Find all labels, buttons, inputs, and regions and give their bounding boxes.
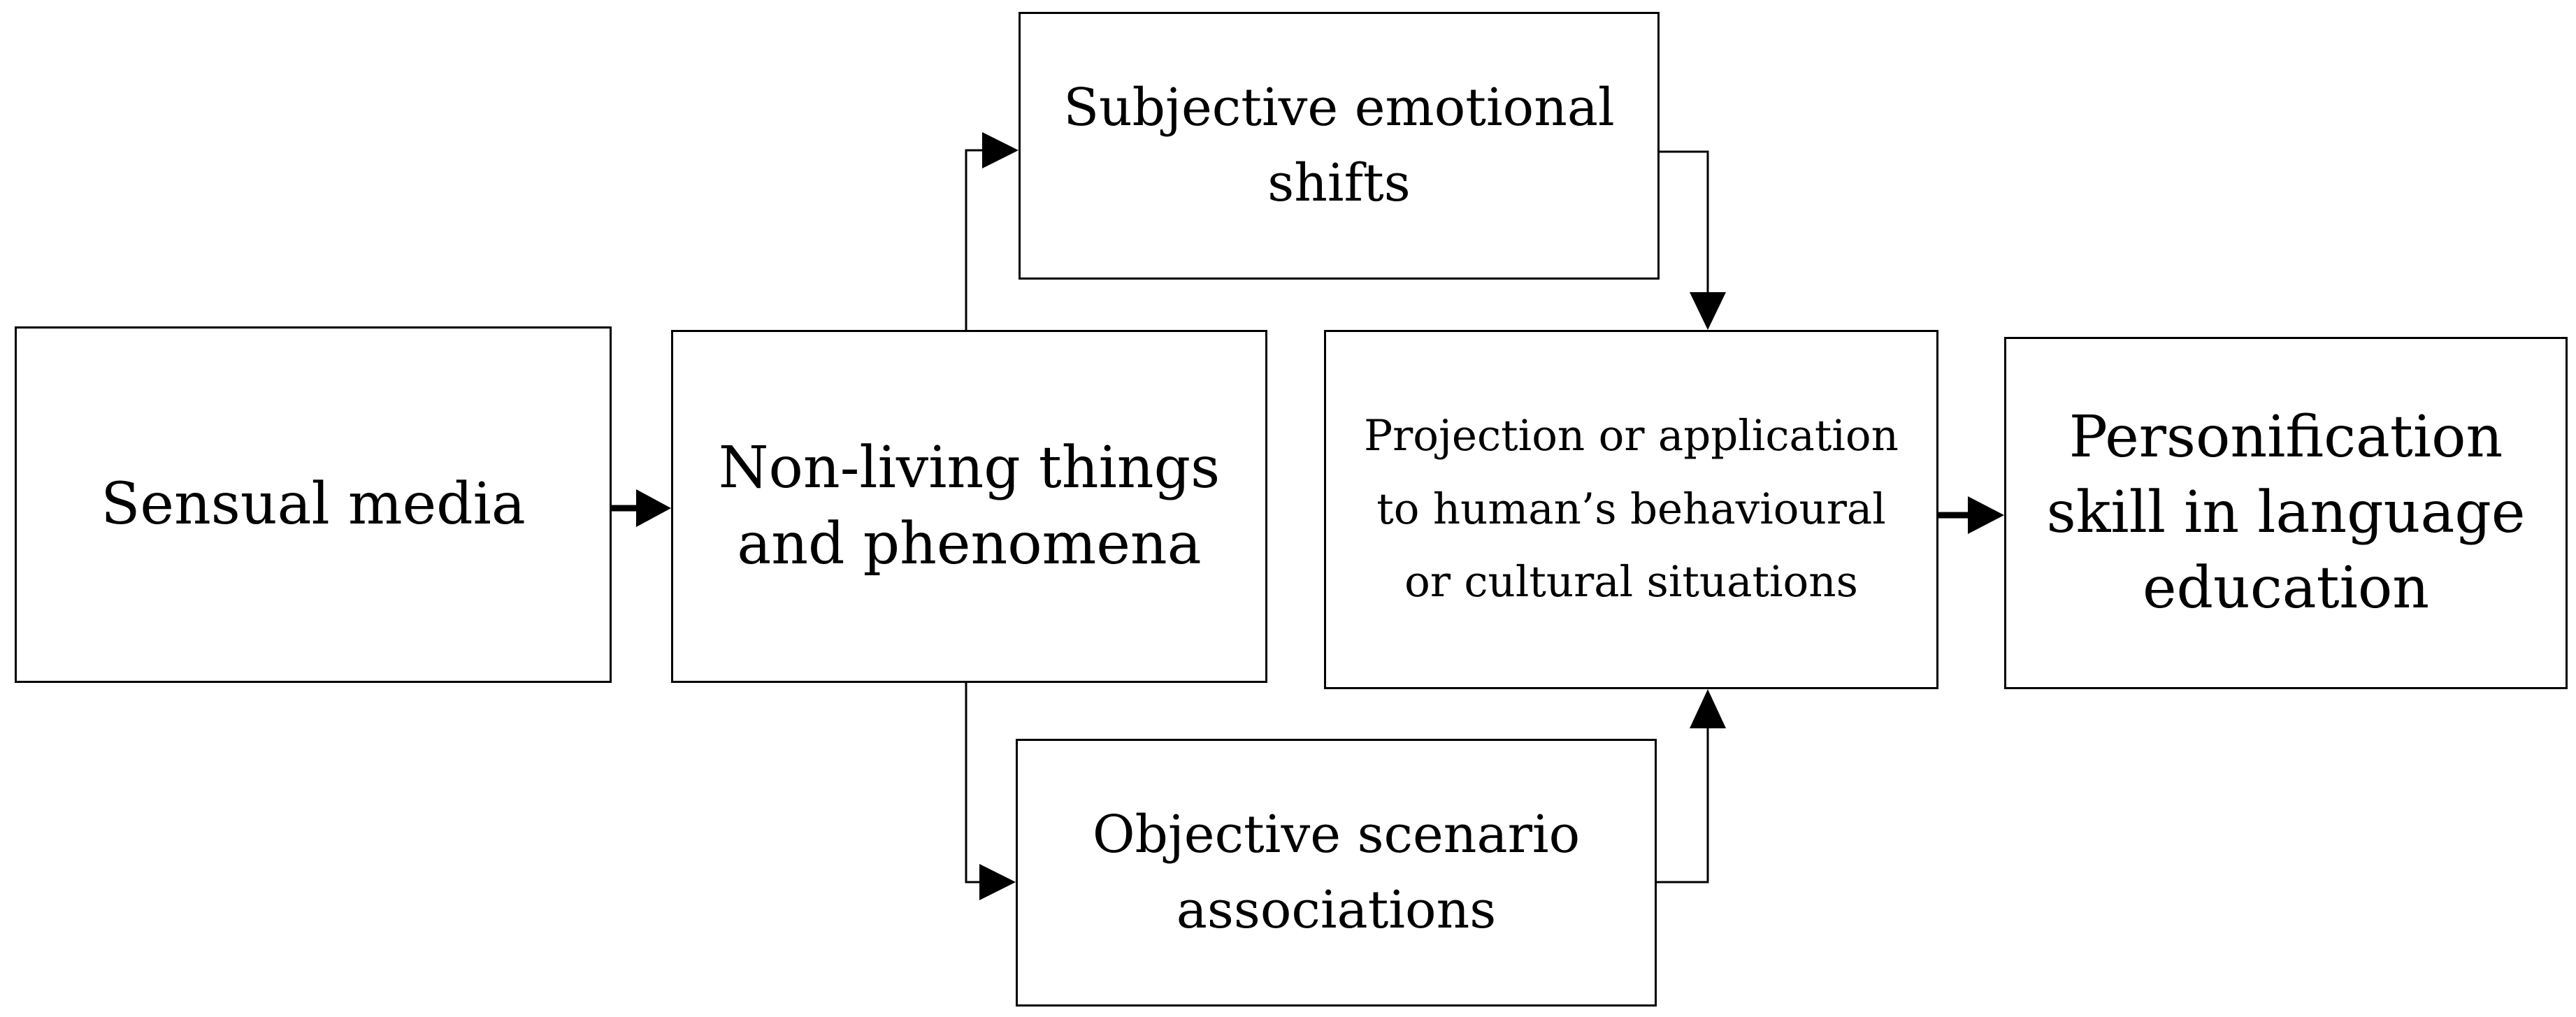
node-non-living-things: Non-living things and phenomena [671,330,1267,683]
node-personification-skill: Personification skill in language educat… [2004,337,2568,689]
node-objective-scenario-associations: Objective scenario associations [1016,739,1657,1007]
arrow-sensual-to-nonliving [612,489,671,527]
arrow-objective-to-projection [1657,689,1726,883]
node-label: Subjective emotional shifts [1063,78,1615,213]
node-label: Objective scenario associations [1092,805,1581,940]
node-label: Projection or application to human’s beh… [1364,410,1899,607]
node-projection-or-application: Projection or application to human’s beh… [1324,330,1938,689]
node-label: Non-living things and phenomena [718,435,1221,577]
node-label: Sensual media [101,470,526,538]
arrow-projection-to-personification [1938,496,2004,534]
node-subjective-emotional-shifts: Subjective emotional shifts [1019,12,1660,280]
arrow-nonliving-to-subjective [965,132,1019,330]
node-sensual-media: Sensual media [15,326,612,683]
arrow-subjective-to-projection [1660,150,1726,330]
arrow-nonliving-to-objective [965,683,1016,900]
node-label: Personification skill in language educat… [2046,403,2526,622]
